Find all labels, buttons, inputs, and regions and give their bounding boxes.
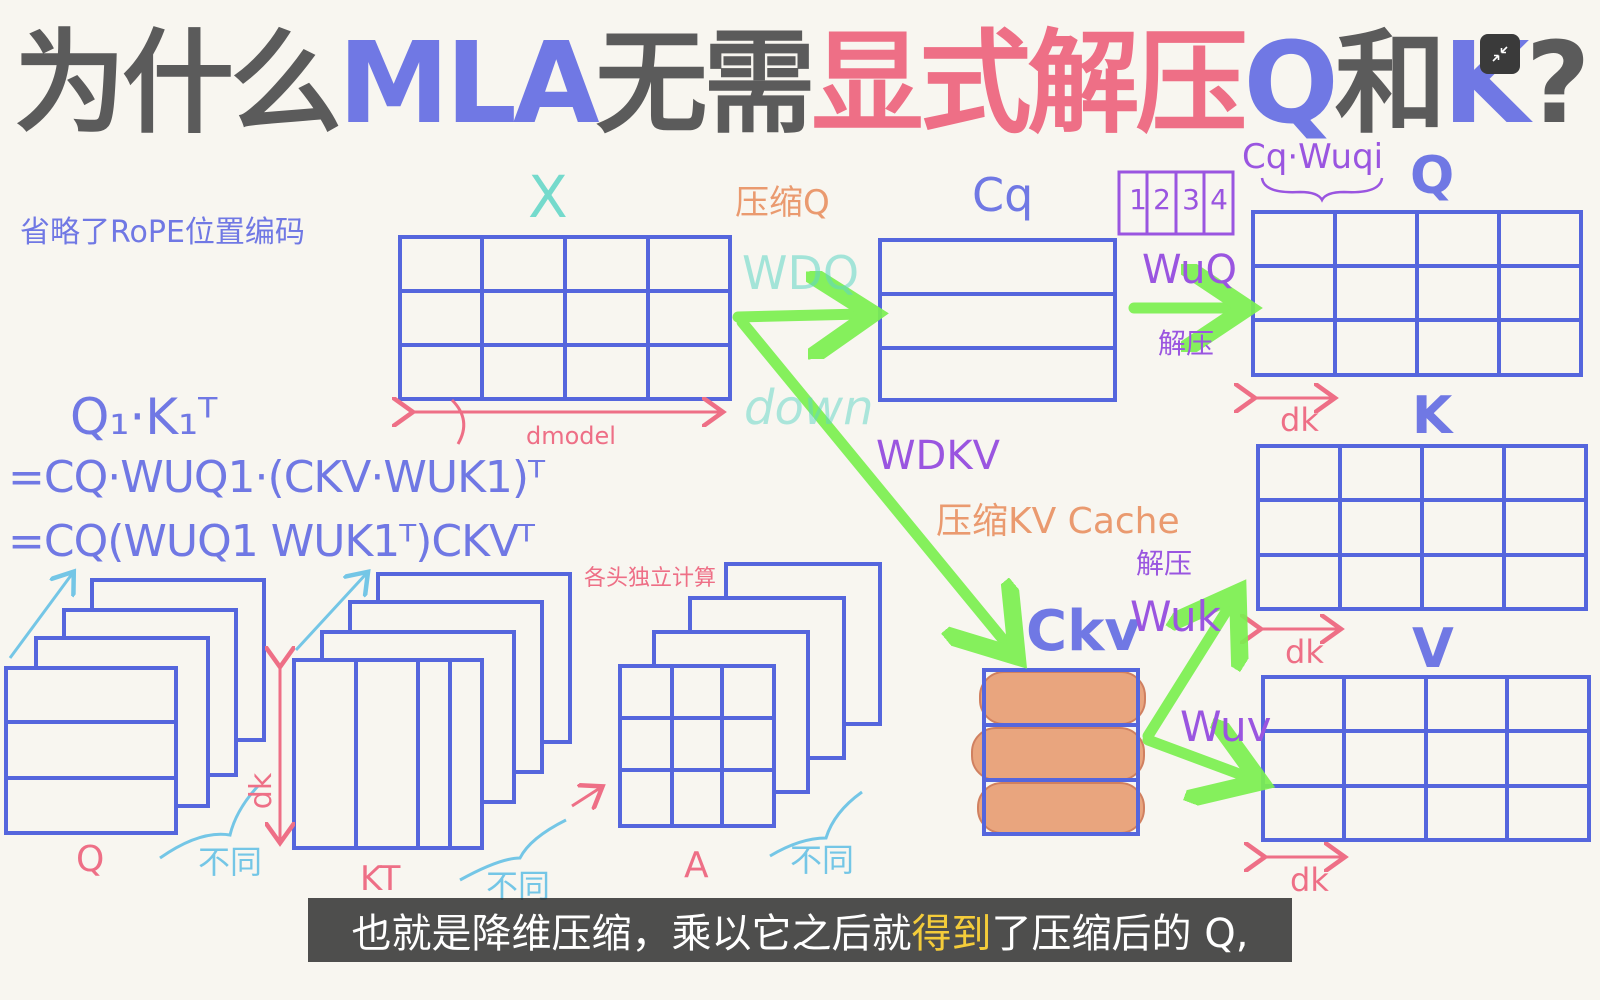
cq-label: Cq — [972, 168, 1034, 222]
kt-stack — [292, 572, 572, 850]
v-label: V — [1412, 617, 1454, 680]
title-part4: 显式解压 — [811, 19, 1248, 149]
x-label: X — [528, 163, 568, 231]
diff-label-1: 不同 — [198, 843, 263, 881]
dmodel-label: dmodel — [526, 422, 616, 450]
wuq-label: WuQ — [1142, 247, 1237, 293]
k-label: K — [1412, 386, 1453, 446]
per-head-label: 各头独立计算 — [584, 566, 717, 591]
subtitle-bar: 也就是降维压缩，乘以它之后就得到了压缩后的 Q, — [308, 898, 1292, 962]
k-matrix — [1256, 444, 1588, 611]
q-stack — [4, 578, 266, 835]
green-arrows — [732, 308, 1250, 778]
formula-bracket — [450, 398, 466, 445]
down-label: down — [744, 380, 874, 436]
a-stack — [618, 562, 882, 828]
diff-label-2: 不同 — [486, 867, 551, 905]
ckv-cache — [971, 668, 1146, 836]
title-part3: 无需 — [595, 19, 816, 149]
page-title: 为什么MLA无需显式解压Q和K? — [14, 28, 1590, 140]
cq-wuq-label: Cq·Wuqi — [1242, 137, 1384, 177]
lightblue-marks — [8, 574, 863, 882]
decompress-label-2: 解压 — [1136, 547, 1193, 580]
v-matrix — [1261, 675, 1591, 842]
q-stack-label: Q — [76, 839, 105, 880]
formula-line1: Q₁·K₁ᵀ — [70, 388, 218, 446]
title-part6: 和 — [1334, 19, 1447, 149]
decompress-label-1: 解压 — [1158, 327, 1215, 360]
a-stack-label: A — [684, 845, 709, 886]
title-part2: MLA — [338, 19, 599, 149]
subtitle-text-highlight: 得到 — [911, 911, 992, 957]
dk-label-kt: dk — [244, 772, 280, 810]
dk-label-v: dk — [1290, 861, 1329, 899]
collapse-icon — [1492, 46, 1508, 62]
head-number-2: 2 — [1153, 183, 1171, 216]
dk-label-q: dk — [1280, 401, 1319, 439]
title-part5: Q — [1243, 19, 1339, 149]
arrow-to-a — [571, 788, 600, 806]
title-part8: ? — [1525, 19, 1591, 149]
formula-line2: =CQ·WUQ1·(CKV·WUK1)ᵀ — [8, 452, 545, 503]
head-number-1: 1 — [1129, 183, 1147, 216]
formula-line3: =CQ(WUQ1 WUK1ᵀ)CKVᵀ — [8, 516, 535, 567]
title-part1: 为什么 — [14, 19, 342, 149]
compress-q-label: 压缩Q — [735, 183, 830, 223]
head-number-4: 4 — [1210, 183, 1228, 216]
brace — [1260, 177, 1384, 203]
cq-matrix — [878, 238, 1117, 402]
subtitle-text-after: 了压缩后的 Q, — [991, 911, 1249, 957]
head-number-3: 3 — [1182, 183, 1200, 216]
head-boxes — [1117, 170, 1235, 236]
wuk-label: Wuk — [1130, 592, 1221, 641]
q-label: Q — [1410, 146, 1455, 206]
subtitle-text-before: 也就是降维压缩，乘以它之后就 — [351, 911, 912, 957]
dk-label-k: dk — [1285, 633, 1324, 671]
kt-stack-label: KT — [360, 859, 401, 899]
wdkv-label: WDKV — [876, 433, 1000, 479]
q-matrix — [1251, 210, 1583, 377]
compress-kv-label: 压缩KV Cache — [936, 501, 1180, 542]
wuv-label: Wuv — [1180, 702, 1272, 751]
x-matrix — [398, 235, 732, 401]
diff-label-3: 不同 — [790, 841, 855, 879]
rope-note: 省略了RoPE位置编码 — [20, 215, 305, 250]
exit-fullscreen-button[interactable] — [1480, 34, 1520, 74]
ckv-label: Ckv — [1026, 599, 1141, 664]
wdq-label: WDQ — [742, 246, 860, 300]
